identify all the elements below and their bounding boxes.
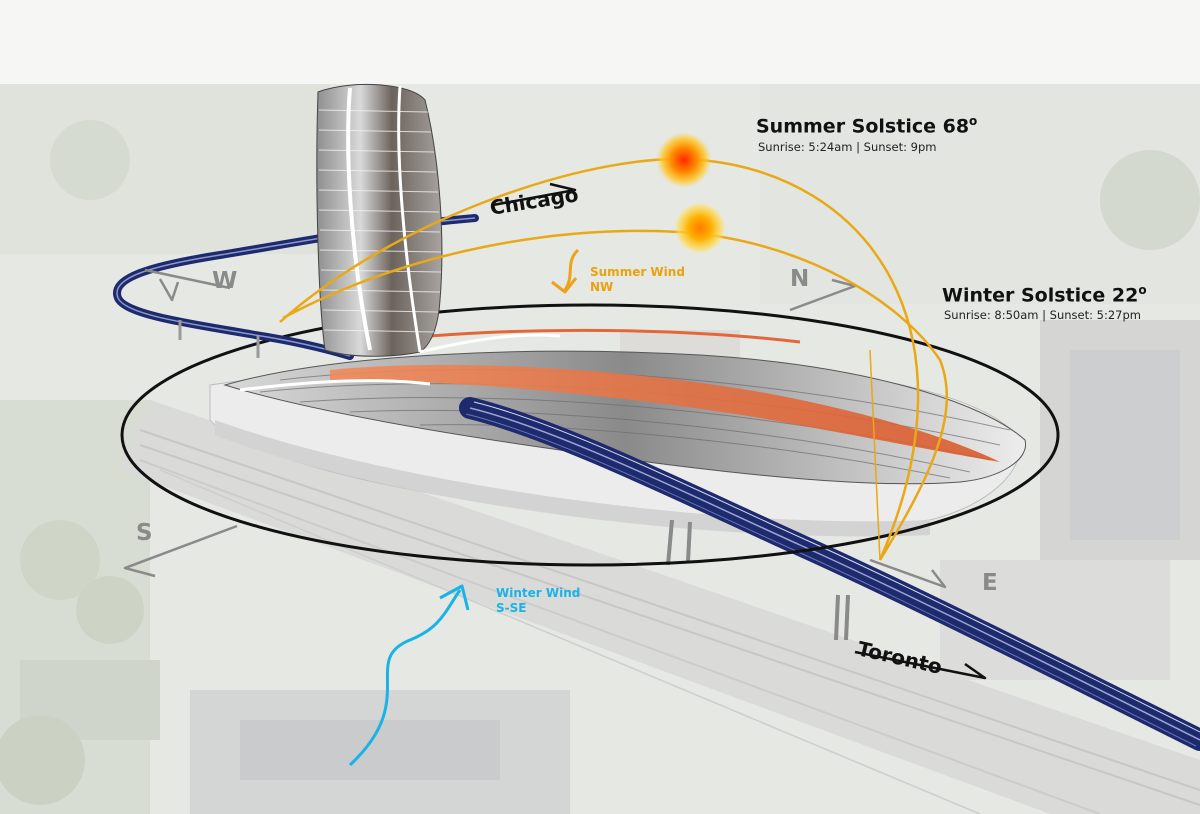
roof-orange-edge (429, 328, 801, 344)
route-arrows (492, 182, 987, 680)
rail-west-piers (178, 320, 260, 358)
winter-sun-path (282, 229, 948, 561)
rail-east-line-2 (465, 413, 1197, 747)
summer-wind-direction: NW (590, 280, 614, 294)
winter-wind-label: Winter Wind S-SE (496, 586, 580, 616)
compass-arrow-west-head (158, 278, 180, 302)
summer-wind-name: Summer Wind (590, 265, 685, 279)
chicago-direction-arrow (492, 182, 577, 207)
summer-solstice-times: Sunrise: 5:24am | Sunset: 9pm (758, 140, 937, 154)
winter-solstice-title: Winter Solstice 22o (942, 283, 1147, 307)
winter-sun-icon (674, 202, 726, 254)
compass-label-north: N (790, 266, 810, 292)
platform-edge (215, 420, 930, 537)
summer-wind-arrow (551, 248, 580, 294)
roof-white-trim (239, 379, 431, 392)
site-ellipse-front (120, 434, 1060, 567)
compass-label-east: E (982, 570, 998, 596)
compass-arrows (123, 268, 947, 589)
winter-degree-sign: o (1138, 283, 1147, 297)
winter-wind-name: Winter Wind (496, 586, 581, 600)
winter-wind-arrow (348, 584, 470, 767)
rail-east-line-3 (473, 401, 1200, 733)
summer-solstice-title: Summer Solstice 68o (756, 114, 978, 138)
site-ellipse-back (120, 303, 1060, 436)
compass-label-west: W (212, 268, 238, 294)
winter-solstice-times: Sunrise: 8:50am | Sunset: 5:27pm (944, 308, 1141, 322)
toronto-direction-arrow (854, 650, 987, 680)
rail-east-line-1 (469, 407, 1200, 741)
compass-label-south: S (136, 520, 153, 546)
sun-path-drop (869, 349, 881, 561)
platform-piers (666, 519, 850, 641)
compass-arrow-east (869, 558, 947, 589)
winter-wind-direction: S-SE (496, 601, 527, 615)
summer-sun-icon (656, 132, 712, 188)
compass-arrow-south (123, 524, 238, 578)
summer-degree-sign: o (969, 114, 978, 128)
summer-wind-label: Summer Wind NW (590, 265, 685, 295)
compass-arrow-west (144, 268, 231, 290)
roof-orange-band (330, 364, 1000, 462)
